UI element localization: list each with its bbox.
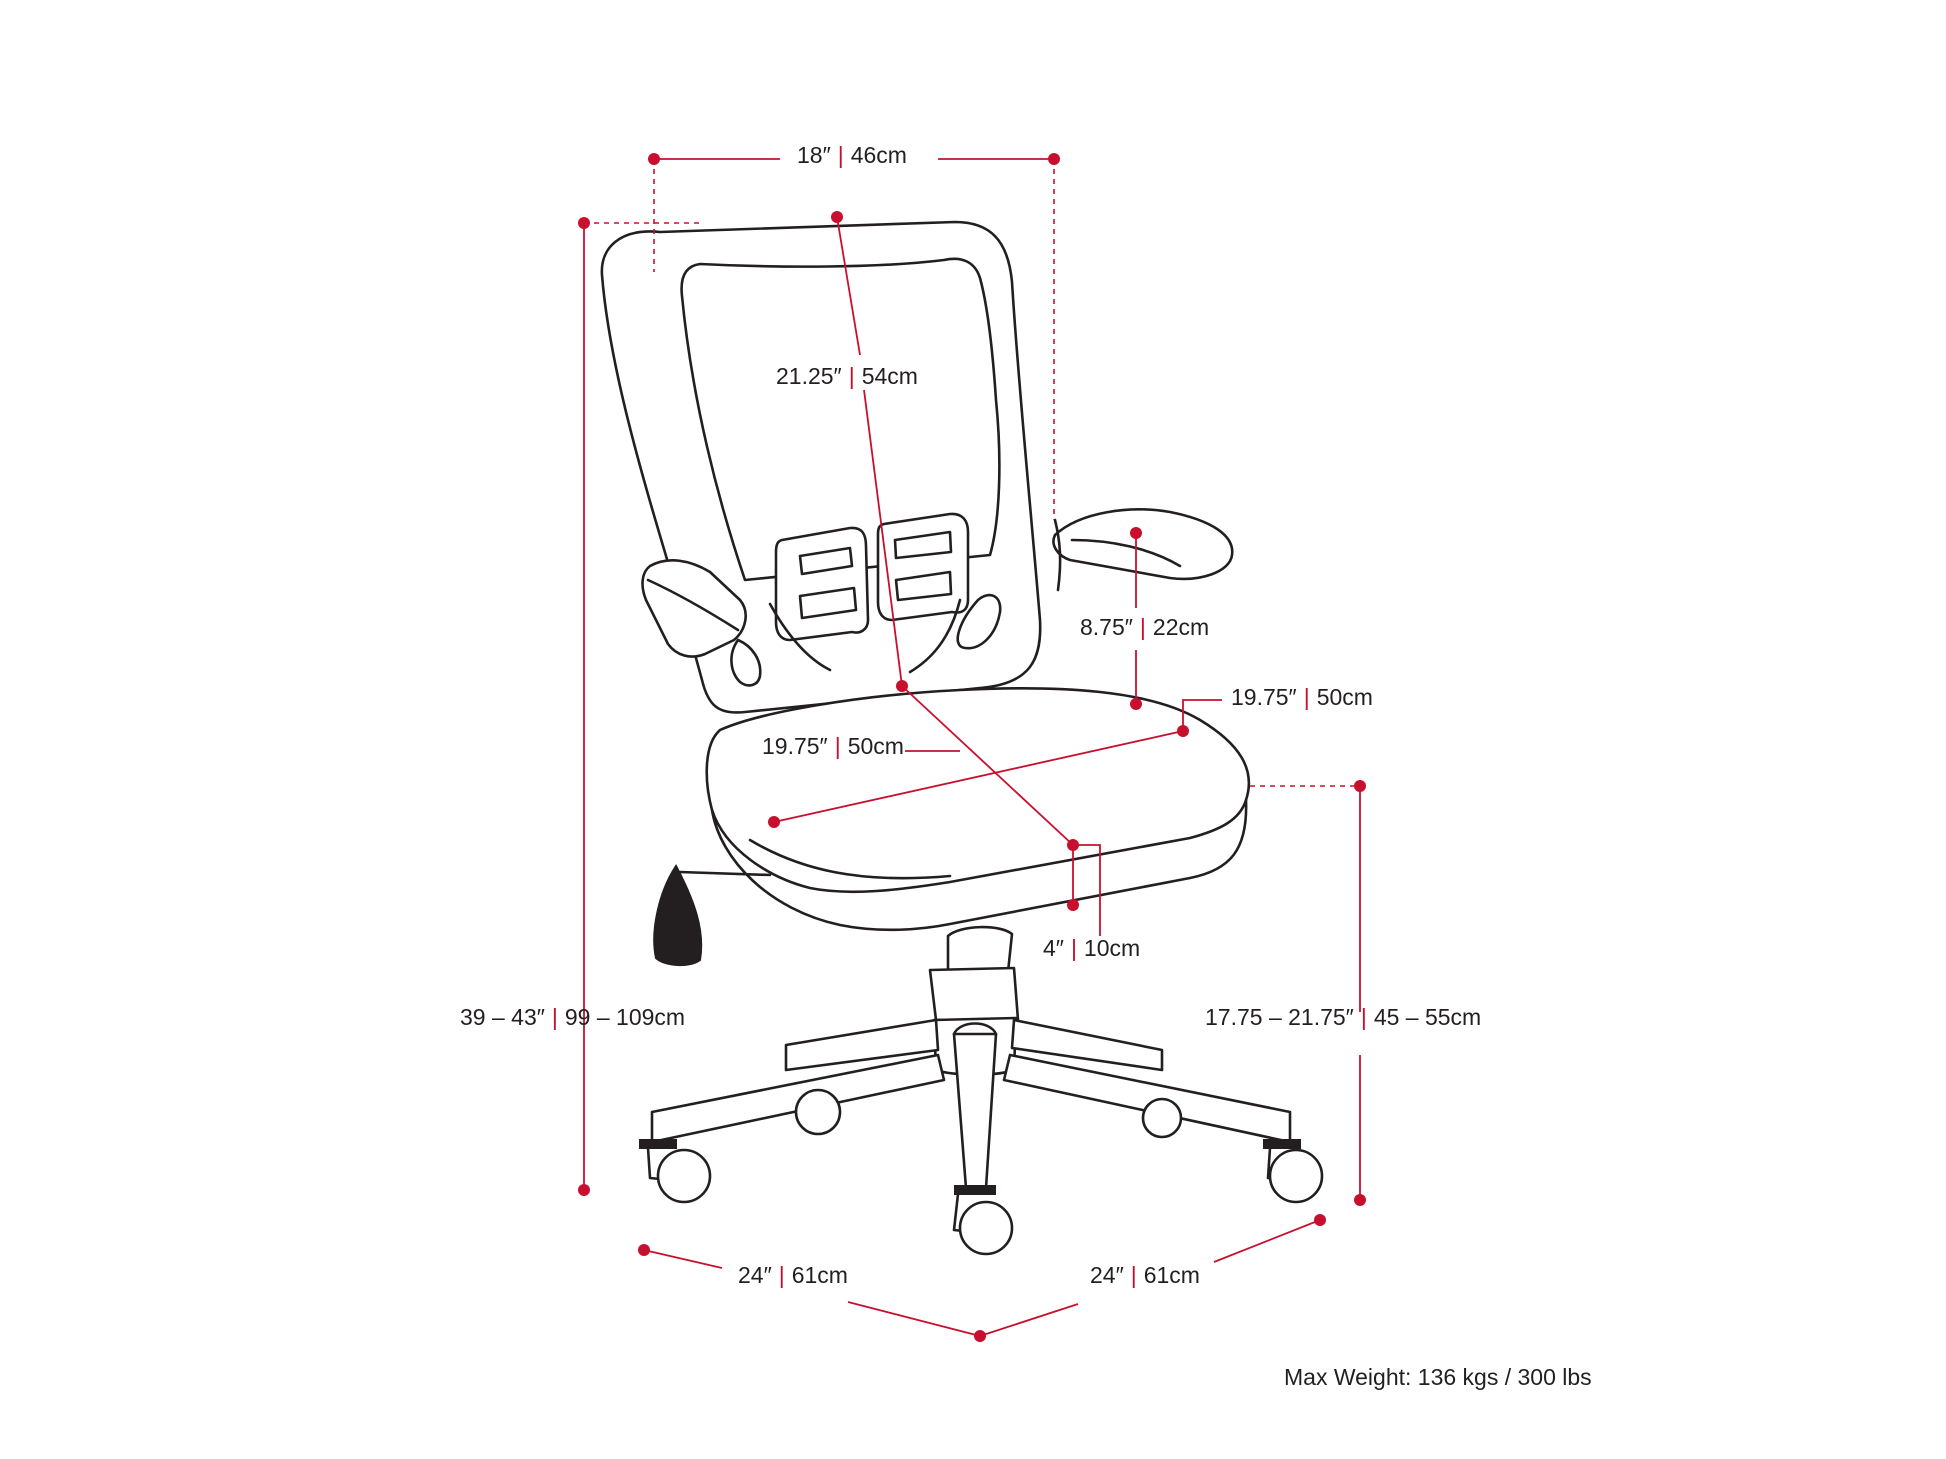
dimension-lines [578, 153, 1366, 1342]
height-lever [653, 864, 772, 966]
seat-width-imperial: 19.75″ [1231, 684, 1297, 710]
base-depth-label: 24″|61cm [1090, 1264, 1200, 1287]
separator: | [1070, 935, 1077, 961]
separator: | [1360, 1004, 1367, 1030]
backrest-mesh [680, 257, 1001, 582]
right-armrest [1052, 508, 1234, 592]
backrest-width-metric: 46cm [850, 142, 907, 168]
armrest-height-metric: 22cm [1152, 614, 1210, 640]
seat-depth-metric: 50cm [847, 733, 904, 759]
separator: | [778, 1262, 785, 1288]
seat-thickness-imperial: 4″ [1043, 935, 1064, 961]
base-width-imperial: 24″ [738, 1262, 772, 1288]
armrest-height-imperial: 8.75″ [1080, 614, 1133, 640]
separator: | [1139, 614, 1146, 640]
separator: | [837, 142, 844, 168]
separator: | [1130, 1262, 1137, 1288]
backrest-width-label: 18″|46cm [797, 144, 907, 167]
backrest-height-metric: 54cm [861, 363, 918, 389]
star-base [650, 1018, 1292, 1190]
armrest-height-label: 8.75″|22cm [1080, 616, 1209, 639]
backrest-width-imperial: 18″ [797, 142, 831, 168]
chair-outline [600, 220, 1324, 1256]
seat-cushion [705, 687, 1251, 894]
separator: | [848, 363, 855, 389]
seat-height-metric: 45 – 55cm [1373, 1004, 1482, 1030]
seat-height-label: 17.75 – 21.75″|45 – 55cm [1205, 1006, 1481, 1029]
base-depth-imperial: 24″ [1090, 1262, 1124, 1288]
base-width-label: 24″|61cm [738, 1264, 848, 1287]
seat-thickness-label: 4″|10cm [1043, 937, 1140, 960]
backrest-height-imperial: 21.25″ [776, 363, 842, 389]
base-width-metric: 61cm [791, 1262, 848, 1288]
seat-thickness-metric: 10cm [1083, 935, 1141, 961]
lumbar-support [768, 512, 1002, 674]
max-weight-note: Max Weight: 136 kgs / 300 lbs [1284, 1364, 1592, 1390]
overall-height-metric: 99 – 109cm [564, 1004, 686, 1030]
seat-depth-label: 19.75″|50cm [762, 735, 904, 758]
seat-depth-imperial: 19.75″ [762, 733, 828, 759]
overall-height-label: 39 – 43″|99 – 109cm [460, 1006, 685, 1029]
base-depth-metric: 61cm [1143, 1262, 1200, 1288]
separator: | [551, 1004, 558, 1030]
separator: | [834, 733, 841, 759]
overall-height-imperial: 39 – 43″ [460, 1004, 545, 1030]
left-armrest [641, 559, 762, 687]
seat-height-imperial: 17.75 – 21.75″ [1205, 1004, 1354, 1030]
separator: | [1303, 684, 1310, 710]
seat-width-label: 19.75″|50cm [1231, 686, 1373, 709]
backrest-height-label: 21.25″|54cm [776, 365, 918, 388]
casters [639, 1088, 1324, 1256]
seat-width-metric: 50cm [1316, 684, 1373, 710]
